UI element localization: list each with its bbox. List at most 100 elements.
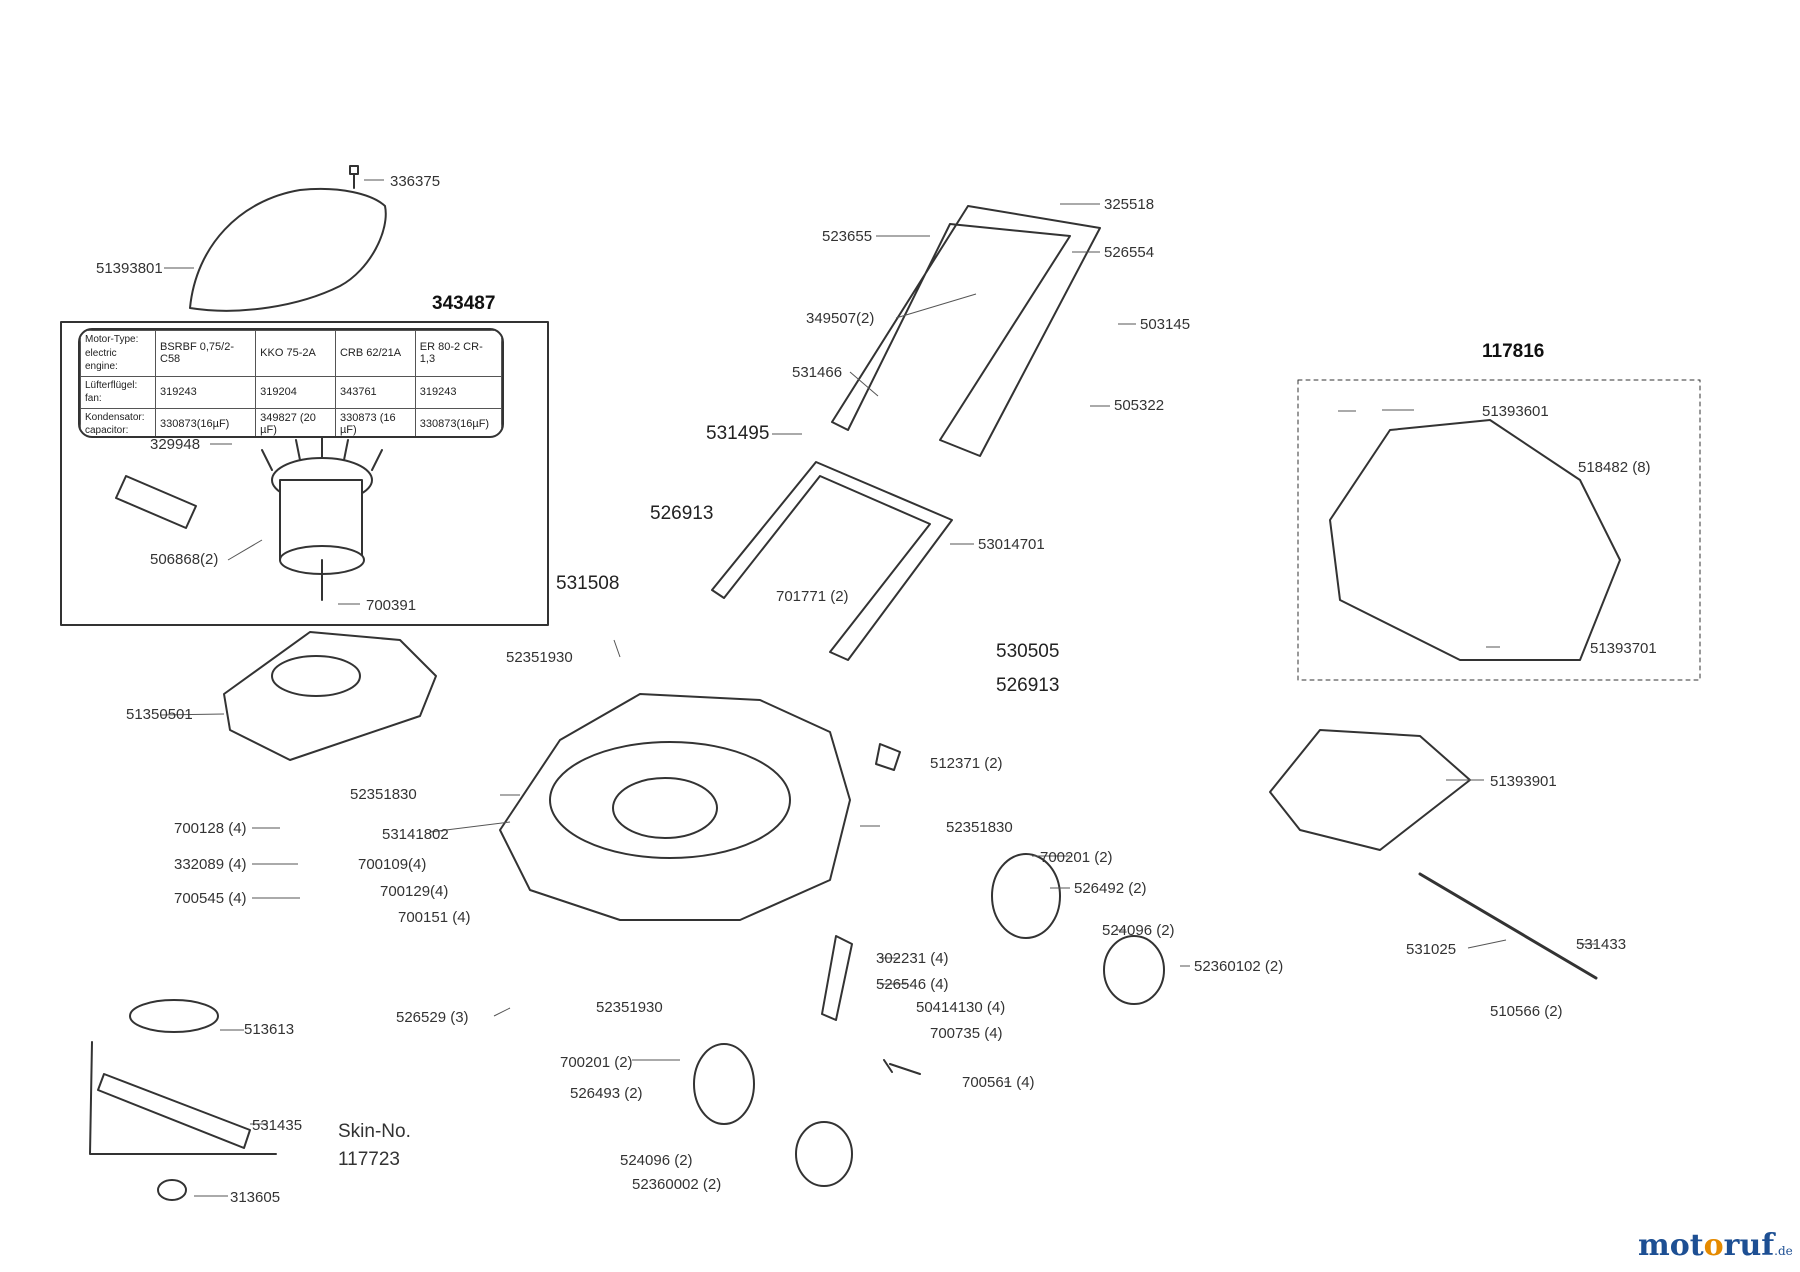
catcher-frame <box>1297 379 1701 681</box>
part-label: 531495 <box>706 423 770 444</box>
upper-handle-part <box>831 205 1101 457</box>
part-label: 51393801 <box>96 260 163 277</box>
part-label: 51393601 <box>1482 403 1549 420</box>
knob-512371-part <box>875 743 901 771</box>
part-label: 51393701 <box>1590 640 1657 657</box>
front-wheel-part <box>693 1043 755 1125</box>
part-label: 52351930 <box>506 649 573 666</box>
lower-handle-part <box>711 461 953 661</box>
part-label: 506868(2) <box>150 551 219 568</box>
blade-part <box>97 1073 251 1149</box>
part-label: 52351830 <box>350 786 417 803</box>
part-label: 349507(2) <box>806 310 875 327</box>
blade-bracket <box>89 1041 277 1155</box>
part-label: 53141802 <box>382 826 449 843</box>
part-label: 700735 (4) <box>930 1025 1003 1042</box>
spec-row-label: Lüfterflügel:fan: <box>80 375 156 409</box>
height-adjuster-part <box>821 935 853 1021</box>
spec-row-label: Motor-Type:electric engine: <box>80 330 156 377</box>
screw-336375-part <box>349 165 359 189</box>
mower-deck-part <box>499 693 851 921</box>
part-label: 531466 <box>792 364 843 381</box>
catcher-bag-part <box>1329 419 1621 661</box>
blade-bolt-part <box>157 1179 187 1201</box>
hub-cap-front-part <box>795 1121 853 1187</box>
skin-number: Skin-No.117723 <box>338 1121 411 1170</box>
part-label: 51350501 <box>126 706 193 723</box>
part-label: 325518 <box>1104 196 1155 213</box>
part-label: 302231 (4) <box>876 950 949 967</box>
part-label: 700128 (4) <box>174 820 247 837</box>
part-label: 700545 (4) <box>174 890 247 907</box>
part-label: 52360002 (2) <box>632 1176 722 1193</box>
part-label: 524096 (2) <box>1102 922 1175 939</box>
spec-cell: 319204 <box>255 375 336 409</box>
motor-assembly-number: 343487 <box>432 293 496 314</box>
part-label: 51393901 <box>1490 773 1557 790</box>
part-label: 526913 <box>996 675 1060 696</box>
part-label: 505322 <box>1114 397 1165 414</box>
part-label: 329948 <box>150 436 201 453</box>
spec-cell: CRB 62/21A <box>334 330 416 377</box>
part-label: 531433 <box>1576 936 1627 953</box>
spec-cell: 330873(16µF) <box>154 407 257 436</box>
spec-cell: 330873 (16 µF) <box>334 407 416 436</box>
spec-cell: 319243 <box>154 375 257 409</box>
part-label: 526913 <box>650 503 714 524</box>
part-label: 526546 (4) <box>876 976 949 993</box>
part-label: 700201 (2) <box>560 1054 633 1071</box>
spec-cell: BSRBF 0,75/2-C58 <box>154 330 257 377</box>
watermark-logo: motoruf.de <box>1638 1228 1793 1263</box>
part-label: 50414130 (4) <box>916 999 1006 1016</box>
part-label: 313605 <box>230 1189 281 1206</box>
part-label: 526529 (3) <box>396 1009 469 1026</box>
part-label: 531025 <box>1406 941 1457 958</box>
part-label: 332089 (4) <box>174 856 247 873</box>
capacitor-part <box>115 475 197 529</box>
part-label: 701771 (2) <box>776 588 849 605</box>
spec-cell: 349827 (20 µF) <box>255 407 336 436</box>
part-label: 503145 <box>1140 316 1191 333</box>
part-label: 531435 <box>252 1117 303 1134</box>
part-label: 336375 <box>390 173 441 190</box>
part-label: 700391 <box>366 597 417 614</box>
part-label: 700561 (4) <box>962 1074 1035 1091</box>
spec-cell: KKO 75-2A <box>255 330 336 377</box>
part-label: 700129(4) <box>380 883 449 900</box>
motor-part <box>261 435 383 601</box>
part-label: 524096 (2) <box>620 1152 693 1169</box>
grass-catcher-number: 117816 <box>1482 341 1545 362</box>
hub-cap-rear-part <box>1103 935 1165 1005</box>
motor-spec-table: Motor-Type:electric engine: BSRBF 0,75/2… <box>78 328 504 438</box>
bolt-700561-part <box>883 1059 921 1075</box>
part-label: 526492 (2) <box>1074 880 1147 897</box>
part-label: 530505 <box>996 641 1060 662</box>
part-label: 518482 (8) <box>1578 459 1651 476</box>
part-label: 531508 <box>556 573 620 594</box>
spec-cell: 319243 <box>414 375 502 409</box>
rear-flap-part <box>1269 729 1471 851</box>
part-label: 513613 <box>244 1021 295 1038</box>
part-label: 523655 <box>822 228 873 245</box>
part-label: 700109(4) <box>358 856 427 873</box>
motor-cover-part <box>189 187 387 312</box>
part-label: 512371 (2) <box>930 755 1003 772</box>
motor-assembly-frame <box>60 321 549 626</box>
part-label: 526493 (2) <box>570 1085 643 1102</box>
part-label: 53014701 <box>978 536 1045 553</box>
spec-cell: ER 80-2 CR-1,3 <box>414 330 502 377</box>
flap-rod-part <box>1418 872 1598 980</box>
part-label: 52351930 <box>596 999 663 1016</box>
spec-cell: 343761 <box>334 375 416 409</box>
part-label: 52351830 <box>946 819 1013 836</box>
rear-wheel-part <box>991 853 1061 939</box>
spec-cell: 330873(16µF) <box>414 407 502 436</box>
part-label: 700201 (2) <box>1040 849 1113 866</box>
spec-row-label: Kondensator:capacitor: <box>80 407 156 436</box>
part-label: 526554 <box>1104 244 1155 261</box>
blade-fan-part <box>129 999 219 1033</box>
part-label: 52360102 (2) <box>1194 958 1284 975</box>
part-label: 510566 (2) <box>1490 1003 1563 1020</box>
part-label: 700151 (4) <box>398 909 471 926</box>
